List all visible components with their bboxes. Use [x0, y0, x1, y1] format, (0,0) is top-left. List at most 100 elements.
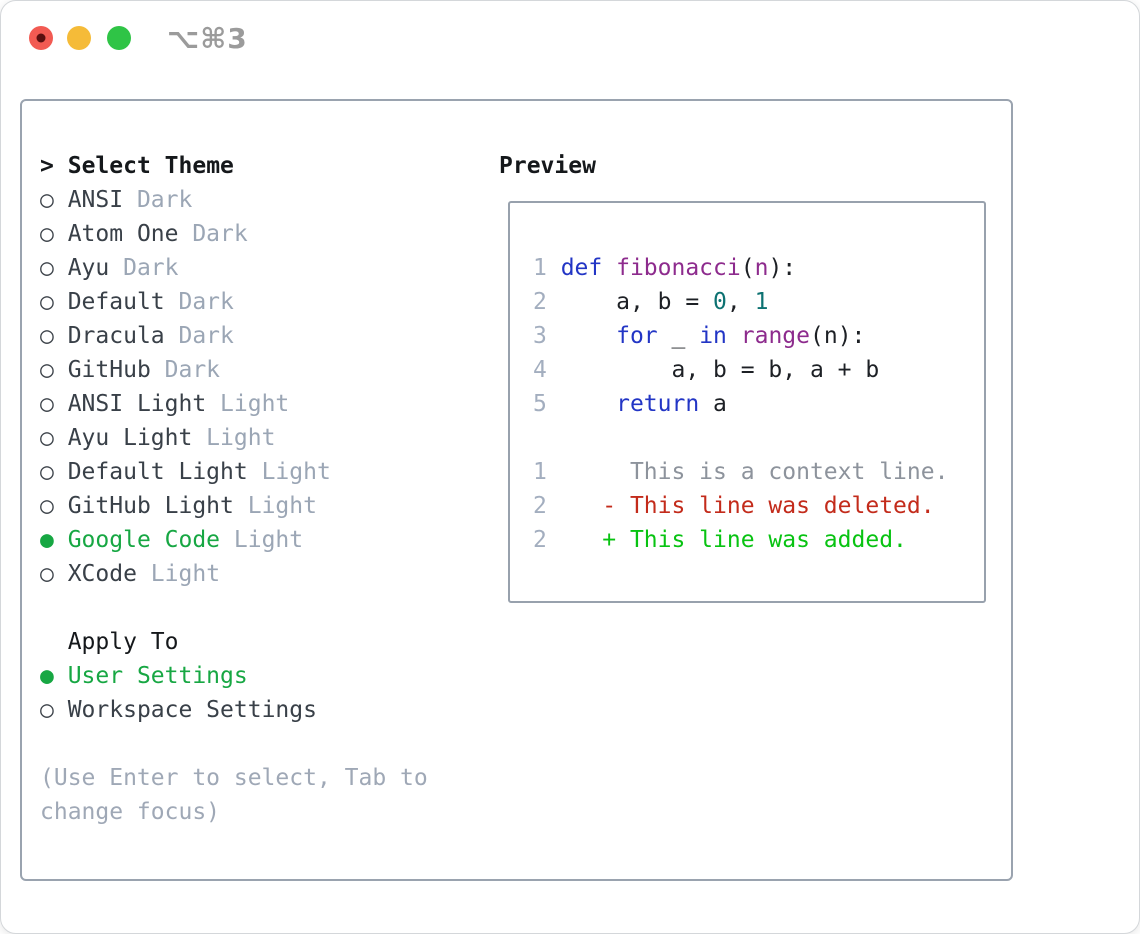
theme-option[interactable]: ○ ANSI Dark [40, 183, 428, 217]
theme-list: ○ ANSI Dark○ Atom One Dark○ Ayu Dark○ De… [40, 183, 428, 591]
theme-option[interactable]: ● Google Code Light [40, 523, 428, 557]
close-button[interactable] [29, 26, 53, 50]
theme-option-variant: Light [136, 561, 221, 587]
help-text-line-2: change focus) [40, 799, 221, 825]
line-number: 1 [533, 255, 561, 281]
code-line: 4 a, b = b, a + b [533, 353, 948, 387]
line-number: 4 [533, 357, 561, 383]
theme-option-variant: Light [206, 391, 290, 417]
theme-option[interactable]: ○ XCode Light [40, 557, 428, 591]
focus-caret-icon: > [40, 153, 54, 179]
radio-icon: ○ [40, 561, 68, 587]
theme-option-name: Default Light [67, 459, 248, 485]
code-token [561, 391, 616, 417]
radio-icon: ○ [40, 187, 68, 213]
code-token: fibonacci [616, 255, 741, 281]
apply-to-header: Apply To [40, 625, 428, 659]
theme-option-name: GitHub Light [67, 493, 234, 519]
theme-option-variant: Dark [164, 289, 234, 315]
apply-to-option-label: User Settings [67, 663, 248, 689]
radio-icon: ○ [40, 391, 68, 417]
code-line: 2 - This line was deleted. [533, 489, 948, 523]
radio-icon: ○ [40, 255, 68, 281]
theme-option-name: GitHub [67, 357, 151, 383]
radio-selected-icon: ● [40, 663, 68, 689]
code-token: def [560, 255, 617, 281]
radio-selected-icon: ● [40, 527, 68, 553]
theme-option[interactable]: ○ GitHub Dark [40, 353, 428, 387]
theme-option-name: Default [67, 289, 165, 315]
zoom-button[interactable] [107, 26, 131, 50]
theme-option-variant: Light [247, 459, 331, 485]
theme-option-variant: Dark [123, 187, 193, 213]
code-token: n [754, 255, 769, 281]
theme-option-variant: Light [220, 527, 304, 553]
code-token: a [699, 391, 727, 417]
theme-column: > Select Theme ○ ANSI Dark○ Atom One Dar… [40, 149, 428, 829]
code-token [561, 323, 616, 349]
titlebar: ⌥⌘3 [1, 1, 1139, 75]
code-token: for [616, 323, 658, 349]
theme-option[interactable]: ○ ANSI Light Light [40, 387, 428, 421]
code-line: 3 for _ in range(n): [533, 319, 948, 353]
theme-option[interactable]: ○ Default Light Light [40, 455, 428, 489]
radio-icon: ○ [40, 323, 68, 349]
theme-option[interactable]: ○ GitHub Light Light [40, 489, 428, 523]
spacer-row [40, 727, 428, 761]
line-number: 1 [533, 459, 561, 485]
close-button-dot-icon [36, 33, 46, 43]
theme-option-name: Ayu Light [67, 425, 193, 451]
code-line: 1 This is a context line. [533, 455, 948, 489]
radio-icon: ○ [40, 493, 68, 519]
theme-option[interactable]: ○ Atom One Dark [40, 217, 428, 251]
apply-to-list: ● User Settings○ Workspace Settings [40, 659, 428, 727]
help-text-line-1: (Use Enter to select, Tab to [40, 765, 428, 791]
code-line [533, 421, 948, 455]
code-token: (n): [810, 323, 866, 349]
code-token: ): [768, 255, 797, 281]
line-number: 2 [533, 289, 561, 315]
theme-option-name: Atom One [67, 221, 179, 247]
radio-icon: ○ [40, 697, 68, 723]
theme-option-variant: Light [233, 493, 317, 519]
theme-option[interactable]: ○ Ayu Light Light [40, 421, 428, 455]
spacer-row [40, 591, 428, 625]
code-token: return [616, 391, 700, 417]
theme-option-name: Google Code [67, 527, 221, 553]
theme-option-variant: Dark [150, 357, 221, 383]
line-number: 5 [533, 391, 561, 417]
code-line: 2 + This line was added. [533, 523, 948, 557]
apply-to-option[interactable]: ○ Workspace Settings [40, 693, 428, 727]
theme-option-variant: Dark [164, 323, 234, 349]
code-token: 0 [713, 289, 727, 315]
code-token: , [726, 289, 755, 315]
code-token: a, b = b, a + b [560, 357, 880, 383]
theme-option-name: XCode [67, 561, 137, 587]
code-line: 5 return a [533, 387, 948, 421]
theme-option[interactable]: ○ Dracula Dark [40, 319, 428, 353]
theme-option[interactable]: ○ Ayu Dark [40, 251, 428, 285]
theme-option-name: ANSI Light [67, 391, 207, 417]
radio-icon: ○ [40, 221, 68, 247]
radio-icon: ○ [40, 289, 68, 315]
radio-icon: ○ [40, 357, 68, 383]
theme-option-name: Dracula [67, 323, 165, 349]
theme-option-variant: Light [192, 425, 276, 451]
code-token: + This line was added. [560, 527, 907, 553]
minimize-button[interactable] [67, 26, 91, 50]
code-token: a, b = [560, 289, 714, 315]
code-token: - This line was deleted. [560, 493, 935, 519]
code-line: 2 a, b = 0, 1 [533, 285, 948, 319]
code-token: _ [657, 323, 700, 349]
theme-list-header: > Select Theme [40, 149, 428, 183]
apply-to-option[interactable]: ● User Settings [40, 659, 428, 693]
code-token: in [699, 323, 727, 349]
code-token: range [740, 323, 810, 349]
theme-list-header-label: Select Theme [67, 153, 234, 179]
theme-option[interactable]: ○ Default Dark [40, 285, 428, 319]
theme-option-name: ANSI [67, 187, 124, 213]
